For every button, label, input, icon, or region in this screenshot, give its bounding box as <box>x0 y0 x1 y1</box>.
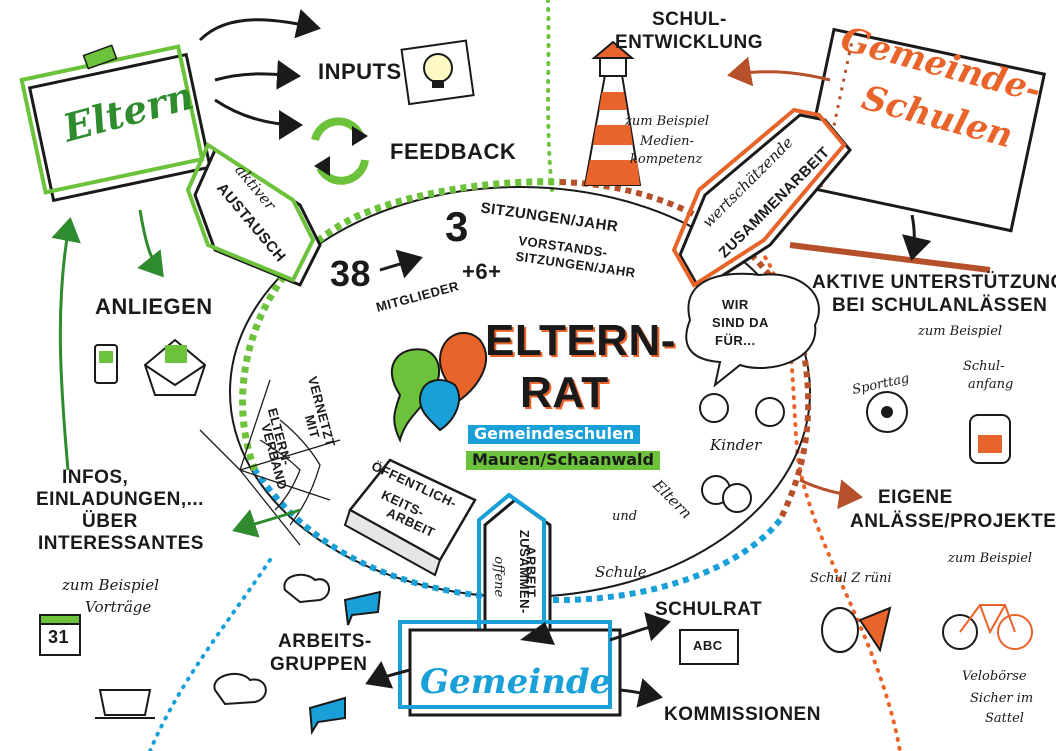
aktive-unterstuetzung-2: BEI SCHULANLÄSSEN <box>832 295 1048 316</box>
infos-line-3: ÜBER <box>82 511 138 532</box>
oeffentlichkeit-book <box>343 458 477 577</box>
arrows <box>51 8 932 708</box>
projekte-label-1: EIGENE <box>878 487 953 508</box>
feedback-label: FEEDBACK <box>390 139 517 164</box>
elternrat-logo <box>390 331 487 443</box>
coffee-cup-icon <box>95 689 155 719</box>
sitzungen-number: 3 <box>445 203 469 250</box>
gemeinde-banner <box>398 620 622 717</box>
und-label: und <box>612 509 638 524</box>
infos-zb: zum Beispiel <box>62 576 160 594</box>
medien-label-1: Medien- <box>640 134 694 149</box>
schulen-card <box>789 27 1047 273</box>
vegetables-icon <box>821 606 892 653</box>
bicycle-icon <box>942 604 1033 650</box>
schule-label: Schule <box>595 563 647 581</box>
bubble-line-3: FÜR... <box>715 333 756 348</box>
lighthouse-icon <box>583 40 642 186</box>
gemeinde-label: Gemeinde <box>420 662 612 702</box>
schulrat-board <box>679 629 739 665</box>
kinder-label: Kinder <box>710 436 762 454</box>
speech-bubble <box>685 272 820 388</box>
inputs-label: INPUTS <box>318 59 402 84</box>
infos-line-4: INTERESSANTES <box>38 533 204 554</box>
veloboerse-label: Velobörse <box>962 669 1027 684</box>
lightbulb-icon <box>400 39 475 106</box>
infos-line-2: EINLADUNGEN,... <box>36 489 204 510</box>
people-heads-icon <box>699 393 785 513</box>
arbeitsgruppen-bubbles <box>213 573 382 736</box>
projekte-zb: zum Beispiel <box>948 551 1033 566</box>
backpack-icon <box>969 414 1011 464</box>
kommissionen-label: KOMMISSIONEN <box>664 704 821 725</box>
eltern-card <box>19 44 212 203</box>
bubble-line-1: WIR <box>722 297 749 312</box>
offene-label-3: ARBEIT <box>523 546 539 598</box>
ellipse-green-arc <box>239 178 561 472</box>
subtitle-gemeindeschulen: Gemeindeschulen <box>468 425 641 444</box>
schulrat-label: SCHULRAT <box>655 599 763 620</box>
divider-green-dots <box>546 0 554 192</box>
schulentwicklung-zb: zum Beispiel <box>625 114 710 129</box>
unterstuetzung-zb: zum Beispiel <box>918 324 1003 339</box>
schulentwicklung-label-1: SCHUL- <box>652 9 727 30</box>
bubble-line-2: SIND DA <box>712 315 769 330</box>
elternrat-title-line2: RAT <box>520 368 609 417</box>
elternrat-title-line1: ELTERN- <box>485 316 676 365</box>
offene-label-1: offene <box>491 556 507 598</box>
divider-blue-dots <box>148 558 272 751</box>
spiderweb-icon <box>199 379 341 546</box>
vortraege-label: Vorträge <box>85 598 152 616</box>
sicher-label-1: Sicher im <box>970 691 1034 706</box>
vorstand-number: +6+ <box>462 259 502 284</box>
subtitle-mauren: Mauren/Schaanwald <box>466 451 660 470</box>
medien-label-2: kompetenz <box>630 152 703 167</box>
phone-icon <box>94 344 118 384</box>
envelope-icon <box>143 338 207 396</box>
anliegen-label: ANLIEGEN <box>95 294 213 319</box>
ellipse-orange-arc <box>559 179 812 522</box>
arbeitsgruppen-label-1: ARBEITS- <box>278 631 372 652</box>
schulanfang-label-2: anfang <box>968 377 1014 392</box>
infos-line-1: INFOS, <box>62 467 129 488</box>
schulzruni-label: Schul Z rüni <box>810 571 892 586</box>
schulentwicklung-label-2: ENTWICKLUNG <box>615 32 763 53</box>
austausch-tag <box>185 142 322 287</box>
schulanfang-label-1: Schul- <box>963 359 1005 374</box>
sicher-label-2: Sattel <box>985 711 1024 726</box>
feedback-icon <box>311 117 369 185</box>
members-number: 38 <box>330 253 372 294</box>
projekte-label-2: ANLÄSSE/PROJEKTE <box>850 511 1056 532</box>
calendar-day: 31 <box>48 627 70 647</box>
abc-label: ABC <box>693 638 723 653</box>
aktive-unterstuetzung-1: AKTIVE UNTERSTÜTZUNG <box>812 272 1056 293</box>
arbeitsgruppen-label-2: GRUPPEN <box>270 654 368 675</box>
calendar-icon <box>39 614 81 656</box>
